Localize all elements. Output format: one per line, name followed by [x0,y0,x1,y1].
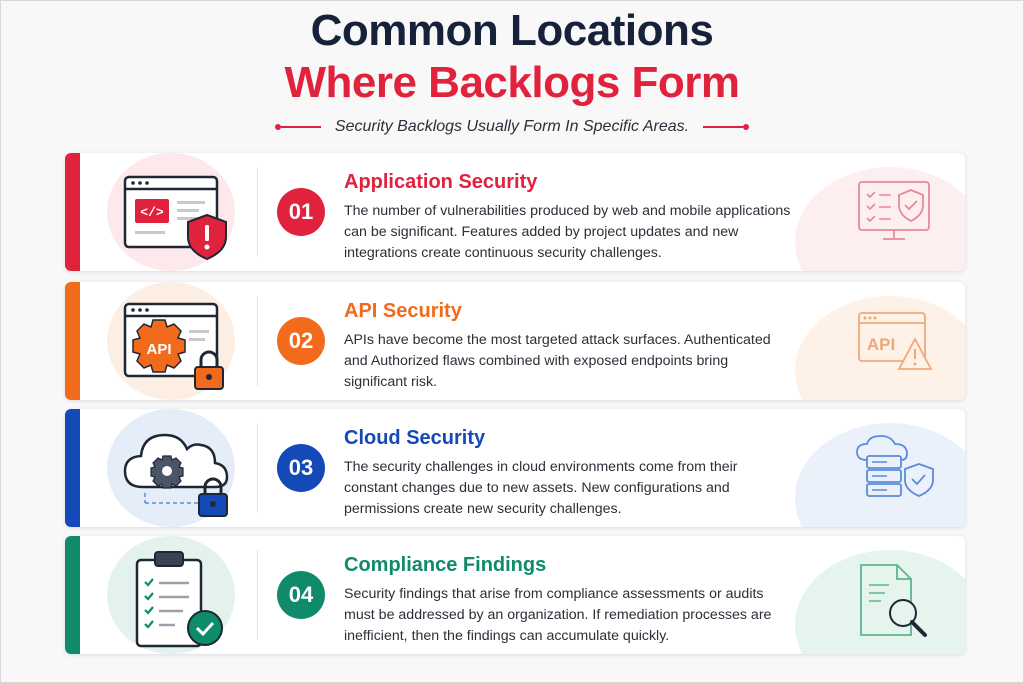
card-body: Security findings that arise from compli… [344,586,772,644]
card-application-security: </> 01 Application Security The number o… [65,153,965,271]
subtitle: Security Backlogs Usually Form In Specif… [334,118,690,135]
code-window-shield-alert-icon: </> [123,165,233,270]
monitor-checklist-shield-icon [855,178,935,253]
card-heading: Compliance Findings [344,554,547,576]
card-compliance-findings: 04 Compliance Findings Security findings… [65,536,965,654]
card-accent-bar [65,153,80,271]
cloud-server-shield-icon [855,434,935,519]
card-accent-bar [65,409,80,527]
card-accent-bar [65,282,80,400]
card-body: APIs have become the most targeted attac… [344,332,771,390]
title-line-2: Where Backlogs Form [284,58,740,107]
api-side-text: API [867,335,895,354]
number-badge: 01 [277,188,325,236]
api-gear-lock-icon: API [123,294,233,399]
divider [257,550,258,640]
number-badge: 04 [277,571,325,619]
svg-text:</>: </> [140,205,164,220]
subtitle-rule-left [274,124,321,130]
subtitle-rule-right [703,124,750,130]
document-magnifier-icon [855,561,935,646]
card-api-security: API 02 API Security APIs have become the… [65,282,965,400]
card-heading: Application Security [344,171,538,193]
number-badge: 03 [277,444,325,492]
title-line-1: Common Locations [310,6,714,55]
divider [257,296,258,386]
api-window-warning-icon: API [855,307,935,382]
card-body: The security challenges in cloud environ… [344,459,738,517]
divider [257,167,258,257]
api-icon-text: API [146,341,171,358]
card-accent-bar [65,536,80,654]
card-heading: API Security [344,300,462,322]
card-body: The number of vulnerabilities produced b… [344,203,791,261]
number-badge: 02 [277,317,325,365]
subtitle-row: Security Backlogs Usually Form In Specif… [0,116,1024,138]
cloud-gear-lock-icon [123,421,233,526]
divider [257,423,258,513]
card-cloud-security: 03 Cloud Security The security challenge… [65,409,965,527]
clipboard-checklist-icon [123,548,233,654]
card-heading: Cloud Security [344,427,486,449]
